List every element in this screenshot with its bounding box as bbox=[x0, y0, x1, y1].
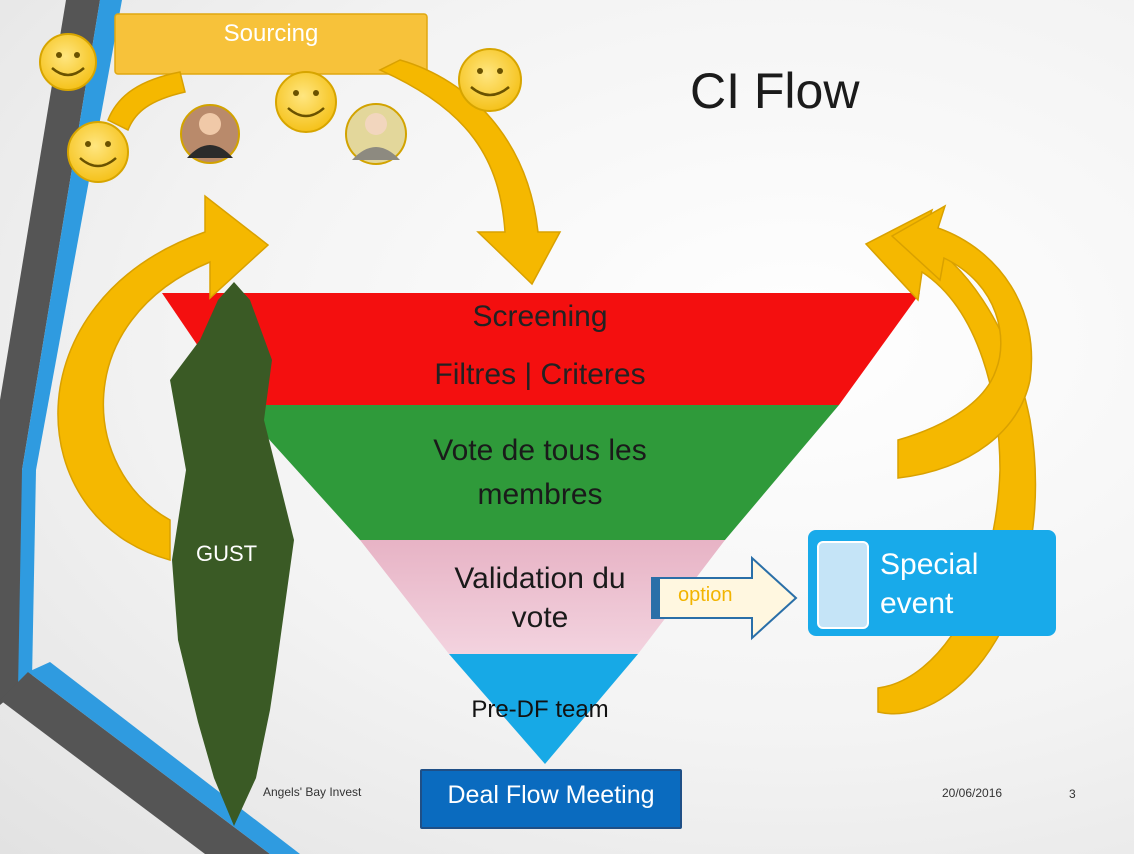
left-frame-decoration bbox=[0, 0, 300, 854]
option-label: option bbox=[678, 584, 733, 606]
slide-title: CI Flow bbox=[690, 63, 860, 119]
vote-label-line1: Vote de tous les bbox=[433, 434, 647, 467]
funnel-screening-layer bbox=[162, 293, 920, 405]
block-arrow bbox=[651, 555, 798, 641]
footer-date: 20/06/2016 bbox=[942, 786, 1003, 800]
deal-flow-label: Deal Flow Meeting bbox=[447, 781, 655, 809]
funnel-predf-layer bbox=[449, 654, 638, 764]
deal-flow-box bbox=[420, 769, 682, 829]
special-event-box bbox=[808, 530, 1056, 636]
smiley-icon bbox=[67, 121, 129, 183]
smiley-icon bbox=[39, 33, 97, 91]
sourcing-label: Sourcing bbox=[223, 20, 319, 47]
footer-page-number: 3 bbox=[1069, 787, 1076, 801]
gust-label: GUST bbox=[196, 541, 258, 566]
footer-organization: Angels' Bay Invest bbox=[263, 785, 362, 799]
special-event-label-line2: event bbox=[880, 587, 954, 620]
validation-label-line2: vote bbox=[511, 601, 569, 634]
person-photo bbox=[345, 103, 407, 165]
gust-shape bbox=[170, 282, 294, 826]
special-event-label-line1: Special bbox=[880, 548, 979, 581]
funnel-vote-layer bbox=[238, 405, 839, 540]
filters-label: Filtres | Criteres bbox=[434, 358, 646, 391]
smiley-icon bbox=[275, 71, 337, 133]
validation-label-line1: Validation du bbox=[454, 562, 626, 595]
vote-label-line2: membres bbox=[477, 478, 603, 511]
smiley-icon bbox=[458, 48, 522, 112]
person-photo bbox=[180, 104, 240, 164]
funnel-validation-layer bbox=[360, 540, 725, 654]
screening-label: Screening bbox=[472, 300, 608, 333]
predf-label: Pre-DF team bbox=[471, 696, 609, 723]
sourcing-box bbox=[114, 13, 428, 75]
